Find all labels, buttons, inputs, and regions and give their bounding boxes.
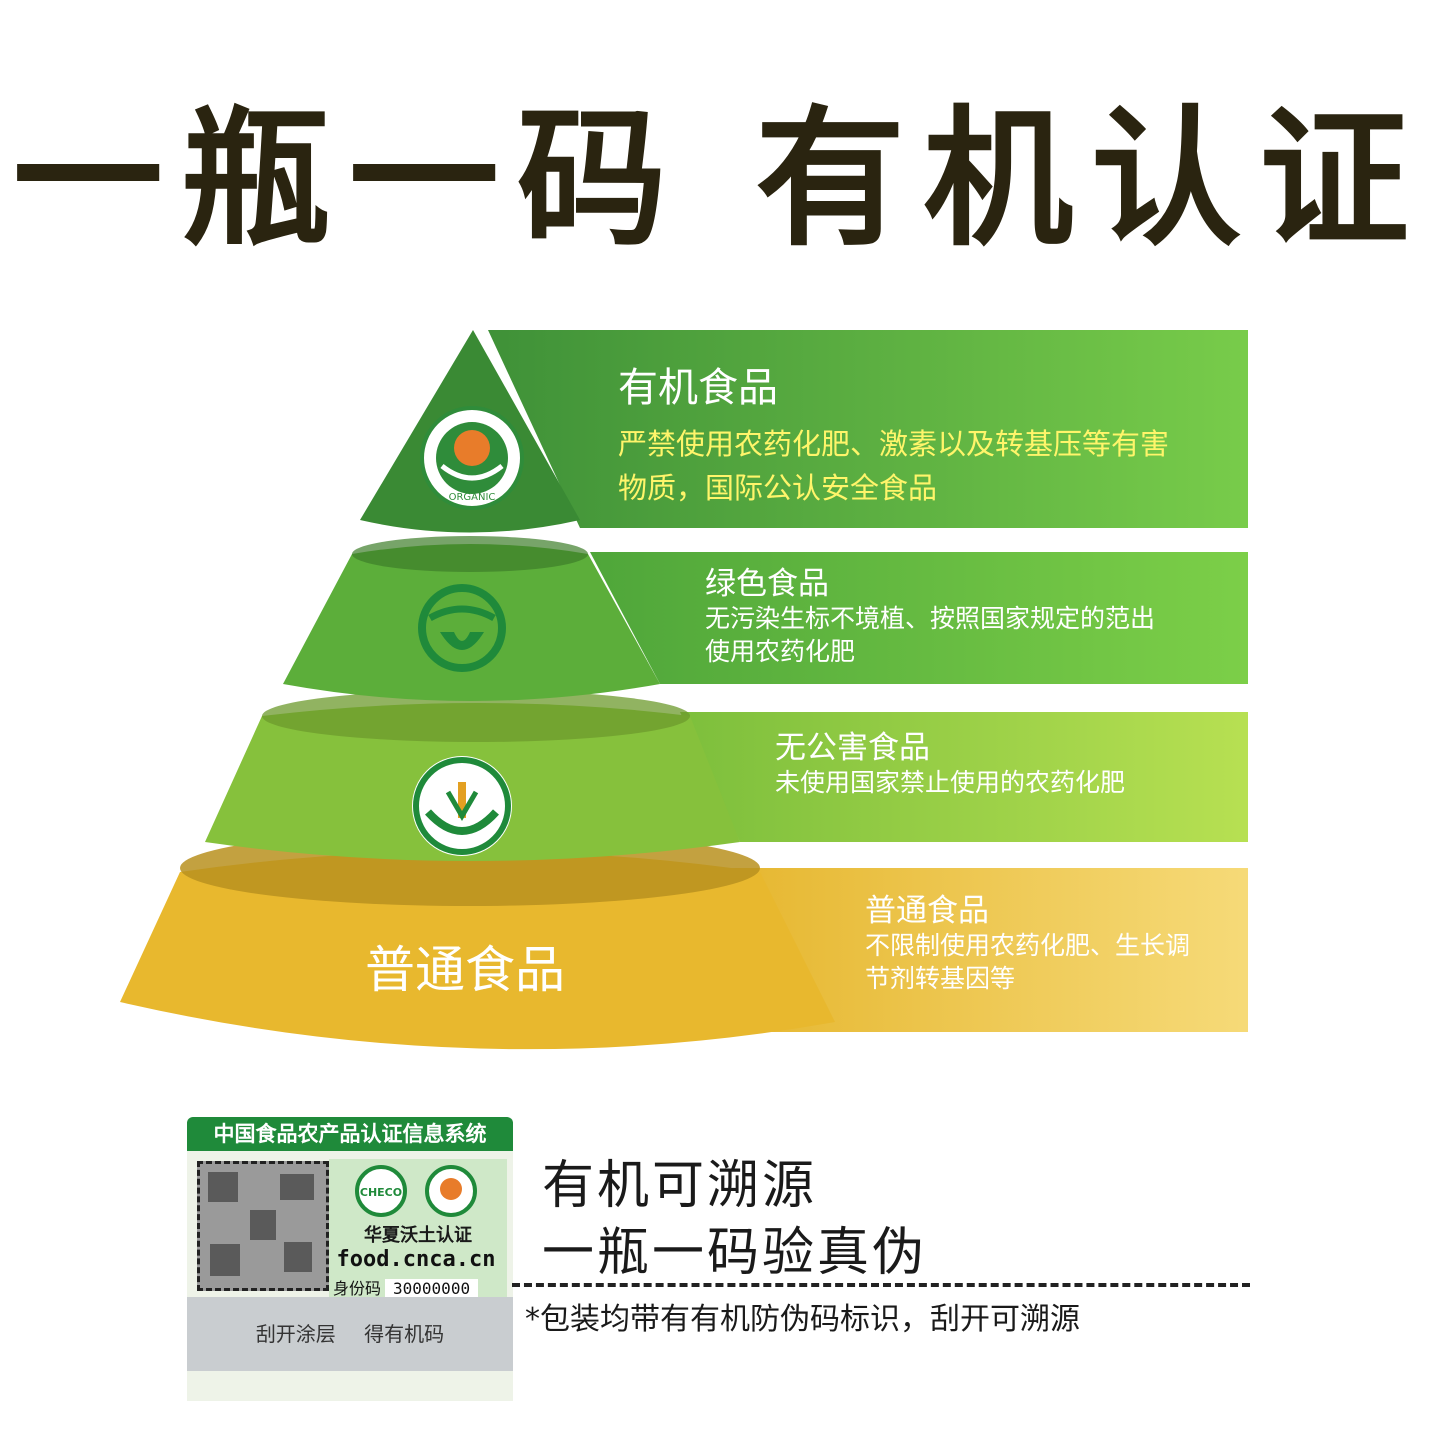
certification-pyramid: ORGANIC: [120, 330, 1248, 1050]
green-food-logo-icon: [418, 584, 506, 672]
tier4-cone: [120, 851, 835, 1050]
tier-pollution-free: 无公害食品 未使用国家禁止使用的农药化肥: [775, 730, 1155, 799]
tier-description: 无污染生标不境植、按照国家规定的范出使用农药化肥: [705, 604, 1156, 666]
identity-code-label: 身份码: [333, 1279, 382, 1298]
organic-logo-icon: ORGANIC: [420, 406, 524, 510]
tier2-banner: [590, 552, 1248, 684]
packaging-footnote: *包装均带有有机防伪码标识，刮开可溯源: [525, 1302, 1080, 1337]
verification-headline: 一瓶一码验真伪: [542, 1223, 928, 1283]
scratch-area: 刮开涂层 得有机码: [187, 1297, 513, 1371]
svg-text:CHECO: CHECO: [360, 1186, 402, 1199]
tier-description: 不限制使用农药化肥、生长调节剂转基因等: [865, 931, 1191, 993]
base-tier-label: 普通食品: [365, 941, 565, 999]
tier-description: 严禁使用农药化肥、激素以及转基压等有害物质，国际公认安全食品: [618, 427, 1170, 505]
tier4-banner: [700, 868, 1248, 1032]
tier3-banner: [680, 712, 1248, 842]
blurred-qr-code: [197, 1161, 329, 1291]
tier-name: 无公害食品: [775, 730, 930, 766]
tier-ordinary: 普通食品 不限制使用农药化肥、生长调节剂转基因等: [865, 893, 1195, 995]
tier2-cone: [283, 544, 660, 701]
tier-name: 有机食品: [618, 365, 778, 411]
certifier-name: 华夏沃土认证: [364, 1225, 472, 1246]
verification-website: food.cnca.cn: [336, 1247, 496, 1272]
tier-description: 未使用国家禁止使用的农药化肥: [775, 768, 1126, 797]
tier-name: 绿色食品: [705, 566, 829, 602]
tier-name: 普通食品: [865, 893, 989, 929]
dashed-divider: [512, 1283, 1250, 1287]
identity-code-value: 30000000: [385, 1279, 479, 1298]
svg-text:ORGANIC: ORGANIC: [449, 492, 496, 503]
tier1-banner: [488, 330, 1248, 528]
traceability-headline: 有机可溯源: [542, 1156, 818, 1216]
tier-green: 绿色食品 无污染生标不境植、按照国家规定的范出使用农药化肥: [705, 566, 1175, 668]
pollution-free-logo-icon: [412, 756, 512, 856]
label-header: 中国食品农产品认证信息系统: [187, 1117, 513, 1151]
page-title: 一瓶一码 有机认证: [12, 93, 1428, 267]
anti-counterfeit-label: 中国食品农产品认证信息系统 CHECO 华夏沃土认证 food.cnca.cn …: [187, 1117, 513, 1401]
tier-organic: 有机食品 严禁使用农药化肥、激素以及转基压等有害物质，国际公认安全食品: [618, 360, 1178, 510]
